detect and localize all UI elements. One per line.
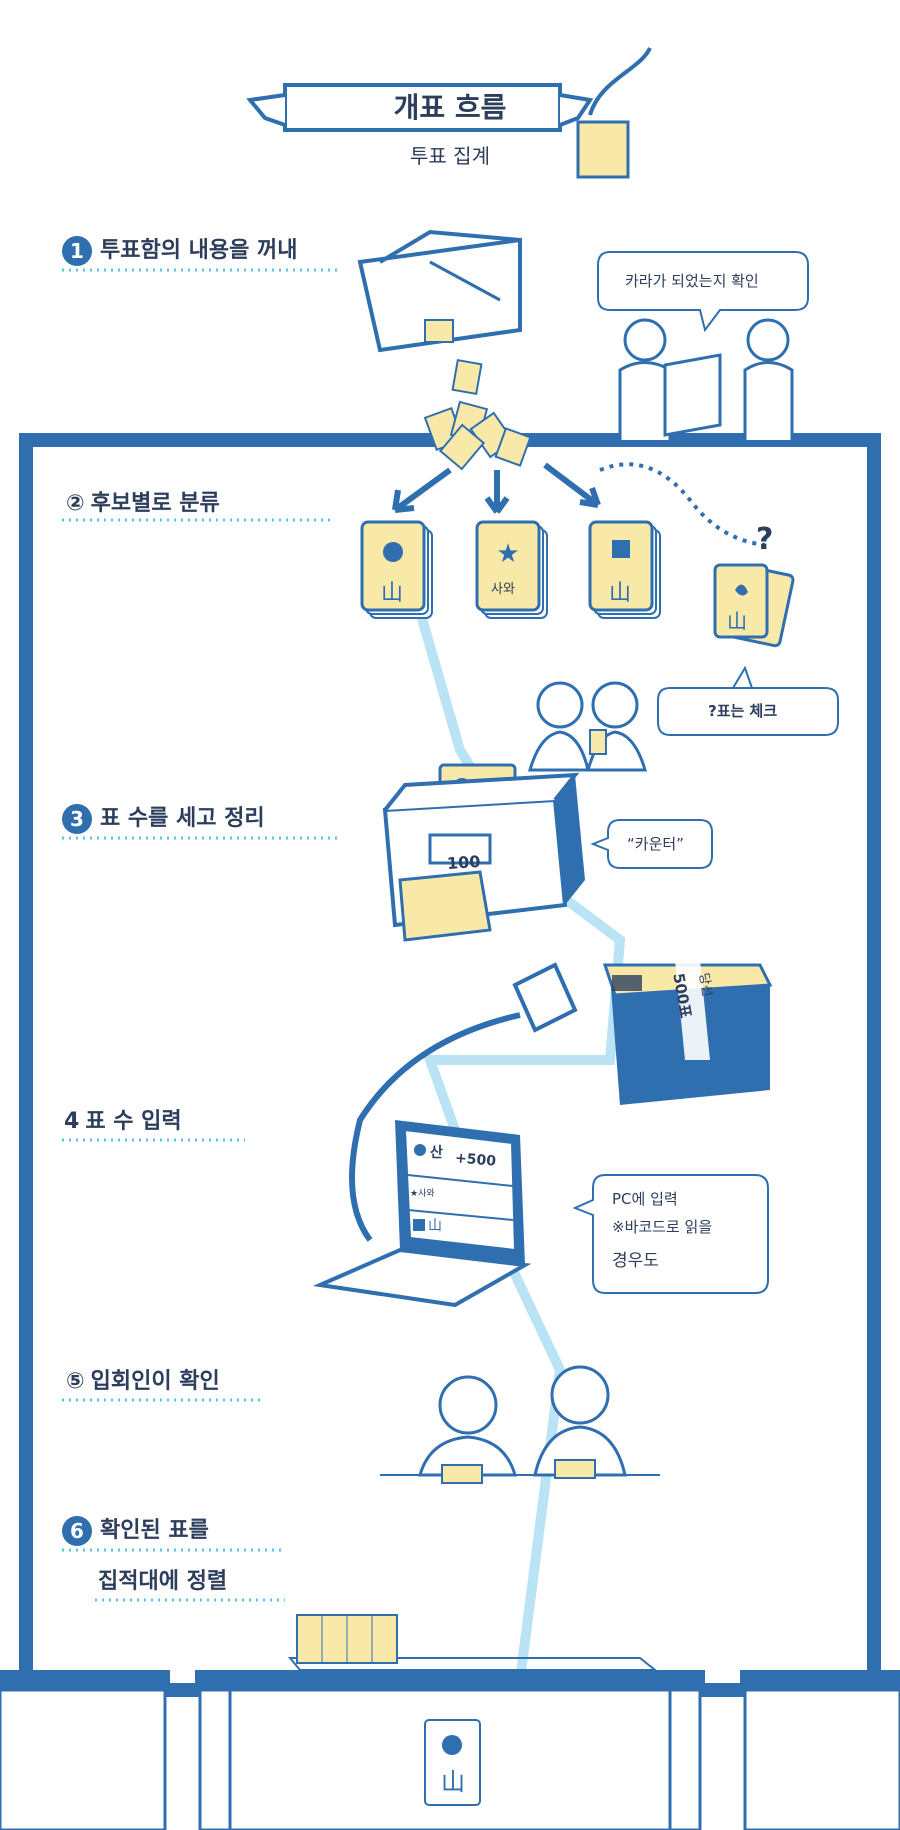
question-mark: ? <box>756 522 774 557</box>
bundle-tag: 당선 <box>695 971 715 998</box>
barcode-scanner-icon <box>349 962 578 1242</box>
page-title: 개표 흐름 <box>393 91 507 124</box>
bubble-counter-shape <box>590 819 713 869</box>
officials-checking-box-icon <box>618 318 794 440</box>
card-square-mark: 山 <box>609 581 632 606</box>
card-stack-mountain-1 <box>360 520 433 619</box>
bubble-check-empty-shape <box>597 251 809 333</box>
bubble-pc-line1: PC에 입력 <box>612 1190 678 1208</box>
ballot-box-icon <box>357 229 522 396</box>
laptop-row1-name: 산 <box>430 1145 443 1161</box>
step-1-label: 투표함의 내용을 꺼내 <box>100 238 298 263</box>
step-4-label: 표 수 입력 <box>85 1109 182 1134</box>
step-2-label: 후보별로 분류 <box>90 491 220 516</box>
sort-arrows-icon <box>392 462 766 547</box>
step-6: 6 확인된 표를 <box>62 1512 209 1546</box>
title-ribbon <box>246 47 652 179</box>
step-6-marker: 6 <box>62 1516 92 1546</box>
step-5-marker: ⑤ <box>66 1369 85 1394</box>
step-6-label-line2: 집적대에 정렬 <box>98 1569 228 1594</box>
counter-display: 100 <box>446 851 482 874</box>
observers-confirming-icon <box>380 1365 660 1484</box>
step-1-marker: 1 <box>62 236 92 266</box>
bubble-pc-line3: 경우도 <box>612 1251 659 1271</box>
laptop-row2-name: ★사와 <box>410 1189 435 1199</box>
bubble-question-shape <box>657 665 839 736</box>
collection-table-icon <box>0 1614 900 1830</box>
ballot-pile-icon <box>423 400 532 471</box>
table-mark: 山 <box>441 1768 465 1796</box>
bubble-question-check: ?표는 체크 <box>708 702 778 720</box>
question-card-mark: 山 <box>727 609 747 633</box>
bubble-pc-line2: ※바코드로 읽을 <box>612 1218 713 1236</box>
step-3: 3 표 수를 세고 정리 <box>62 800 265 834</box>
bubble-pc-shape <box>572 1174 769 1294</box>
step-6-label-line1: 확인된 표를 <box>100 1518 209 1543</box>
step-2-marker: ② <box>66 491 85 516</box>
card-stack-square <box>588 520 661 619</box>
step-3-marker: 3 <box>62 804 92 834</box>
counting-machine-icon <box>382 763 585 942</box>
card-sawa-mark: 사와 <box>491 582 515 597</box>
ballot-bundle-icon <box>602 960 773 1105</box>
step-underlines <box>62 268 340 1602</box>
officials-reviewing-icon <box>528 681 647 772</box>
step-3-label: 표 수를 세고 정리 <box>100 806 265 831</box>
step-5-label: 입회인이 확인 <box>90 1369 220 1394</box>
card-mountain-mark: 山 <box>381 581 404 606</box>
laptop-row3-mark: 山 <box>428 1218 442 1234</box>
bubble-check-empty: 카라가 되었는지 확인 <box>625 272 759 290</box>
step-1: 1 투표함의 내용을 꺼내 <box>62 232 297 266</box>
laptop-icon <box>312 1120 532 1308</box>
questionable-cards <box>713 563 795 648</box>
step-4-marker: 4 <box>64 1109 80 1134</box>
card-stack-star: ★ <box>475 520 548 619</box>
bubble-counter: “카운터” <box>627 835 684 853</box>
star-icon: ★ <box>496 539 519 569</box>
page-subtitle: 투표 집계 <box>410 144 490 168</box>
flow-connector-line <box>400 558 626 1681</box>
